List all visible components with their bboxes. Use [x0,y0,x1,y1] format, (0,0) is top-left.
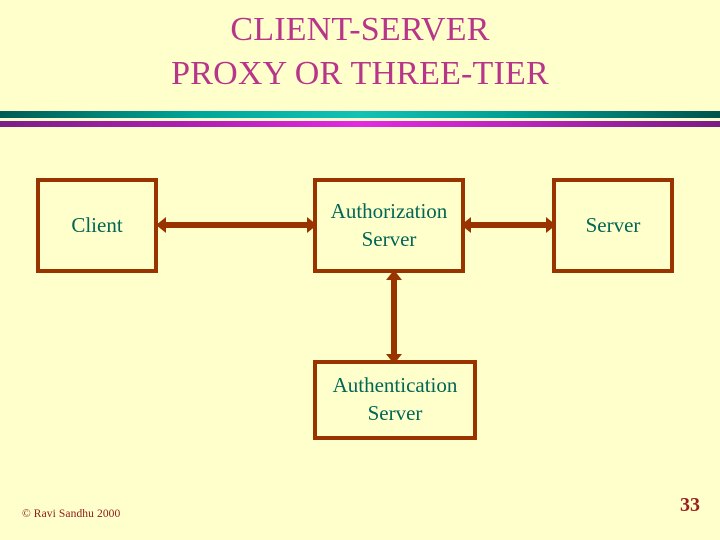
arrow-shaft [163,222,310,228]
node-label-authorization-server: Authorization Server [330,198,448,251]
title-line-2: PROXY OR THREE-TIER [171,54,549,92]
arrowhead-up-icon [386,270,402,280]
divider-rule-magenta [0,121,720,127]
arrow-shaft [391,277,397,357]
arrowhead-right-icon [307,217,317,233]
page-number: 33 [680,494,700,516]
diagram-node-client: Client [36,178,158,273]
arrowhead-right-icon [546,217,556,233]
title-divider [0,111,720,127]
diagram-node-authentication-server: Authentication Server [313,360,477,440]
page-title: CLIENT-SERVER PROXY OR THREE-TIER [0,8,720,95]
title-line-1: CLIENT-SERVER [230,11,490,48]
node-label-authentication-server: Authentication Server [332,373,458,425]
arrowhead-left-icon [156,217,166,233]
arrow-authorization-server-server [461,214,556,236]
arrow-client-authorization-server [156,214,317,236]
diagram-node-server: Server [552,178,674,273]
copyright-notice: © Ravi Sandhu 2000 [22,508,121,520]
node-label-server: Server [585,212,641,237]
arrowhead-left-icon [461,217,471,233]
divider-rule-teal [0,111,720,118]
arrowhead-down-icon [386,354,402,364]
node-label-client: Client [71,212,123,237]
arrow-authorization-server-authentication-server [383,270,405,364]
arrow-shaft [468,222,549,228]
diagram-node-authorization-server: Authorization Server [313,178,465,273]
